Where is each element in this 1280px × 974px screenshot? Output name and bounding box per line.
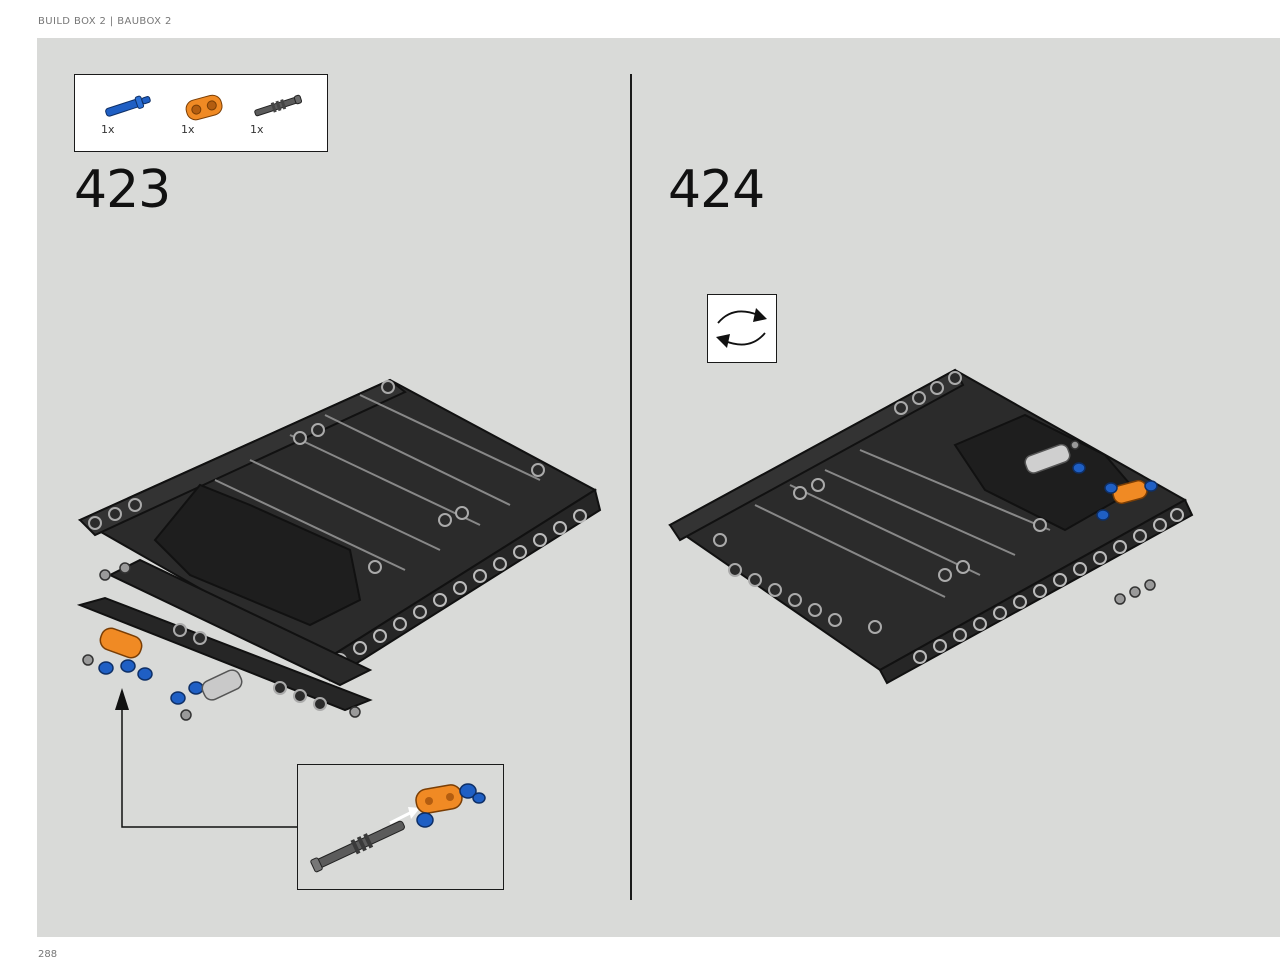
dark-gray-axle-icon	[254, 94, 303, 117]
callout-arrow	[115, 688, 297, 828]
part-quantity: 1x	[181, 123, 195, 136]
page-header: BUILD BOX 2 | BAUBOX 2	[38, 16, 172, 27]
rotate-model-box	[707, 294, 777, 363]
page-number: 288	[38, 949, 58, 960]
parts-list-box: 1x 1x 1x	[74, 74, 328, 152]
orange-connector-icon	[185, 94, 223, 121]
step-number-424: 424	[668, 160, 765, 220]
parts-list-item: 1x	[181, 91, 241, 141]
step-424-model-illustration	[668, 368, 1194, 685]
parts-list-item: 1x	[250, 91, 310, 141]
blue-axle-pin-icon	[105, 95, 151, 117]
part-quantity: 1x	[250, 123, 264, 136]
parts-list-item: 1x	[101, 91, 161, 141]
sub-assembly-illustration	[310, 783, 486, 873]
step-divider	[630, 74, 632, 900]
sub-assembly-callout	[297, 764, 504, 890]
step-number-423: 423	[74, 160, 171, 220]
rotate-model-icon	[716, 308, 767, 348]
step-423-model-illustration	[76, 378, 602, 721]
part-quantity: 1x	[101, 123, 115, 136]
